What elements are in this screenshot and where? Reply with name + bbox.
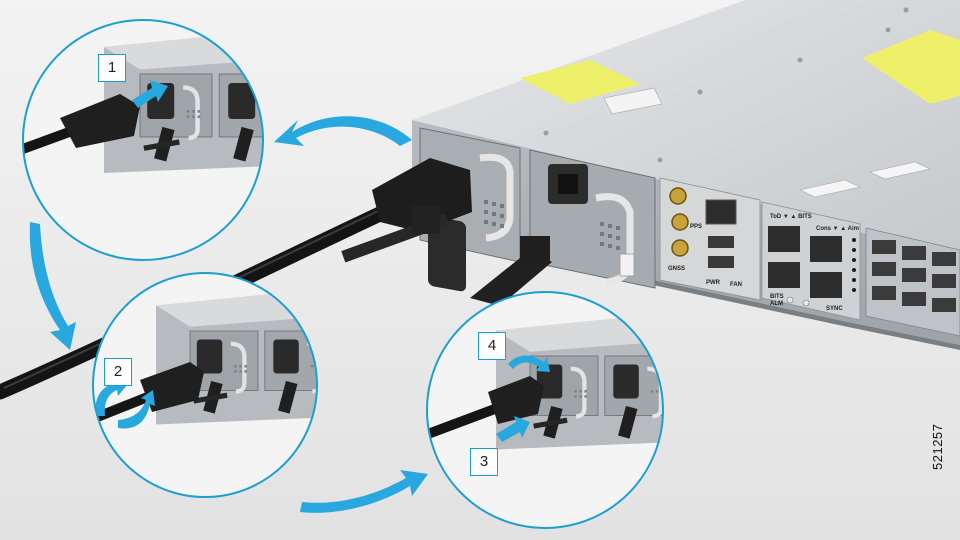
timing-panel: PPS GNSS PWR FAN xyxy=(659,177,761,301)
step-3-push-arrow xyxy=(496,416,530,442)
sfp-port-2[interactable] xyxy=(902,246,926,260)
status-led-2 xyxy=(802,299,810,307)
sfp-port-1[interactable] xyxy=(872,240,896,254)
tod-bits-label: ToD ▼ ▲ BITS xyxy=(770,214,812,220)
flow-arrow-main-to-step1 xyxy=(274,116,412,146)
usb-port-2[interactable] xyxy=(708,256,734,268)
led-column xyxy=(852,238,856,292)
aim-port[interactable] xyxy=(810,272,842,298)
step-1-push-arrow xyxy=(132,80,168,108)
pps-label: PPS xyxy=(690,224,702,230)
callout-step-2 xyxy=(92,272,318,498)
chassis-top xyxy=(412,0,960,262)
step-3-plug xyxy=(488,376,544,424)
label-patch-left xyxy=(520,60,640,104)
step-3-number-box: 3 xyxy=(470,448,498,476)
sfp-port-3[interactable] xyxy=(932,252,956,266)
bits-alm-label: BITS xyxy=(770,294,784,300)
tod-connector xyxy=(671,239,689,257)
pwr-label: PWR xyxy=(706,280,721,286)
cable-tie-psu2-head xyxy=(520,236,550,262)
figure-id: 521257 xyxy=(930,423,945,470)
sfp-port-block xyxy=(865,227,960,337)
network-port-panel: ToD ▼ ▲ BITS Cons ▼ ▲ Aim BITS ALM SYNC xyxy=(761,201,861,321)
step-2-wrap-arrow xyxy=(95,376,128,416)
sfp-port-7[interactable] xyxy=(872,286,896,300)
tod-port[interactable] xyxy=(768,226,800,252)
step-1-plug xyxy=(60,94,140,148)
power-supply-2 xyxy=(529,149,656,289)
chassis-sticker xyxy=(603,87,663,115)
cons-aim-label: Cons ▼ ▲ Aim xyxy=(816,226,859,232)
flow-arrow-step2-to-step3 xyxy=(300,470,428,513)
step-2-plug xyxy=(140,362,204,412)
sfp-port-4[interactable] xyxy=(872,262,896,276)
label-patch-right xyxy=(862,30,960,104)
psu-2-handle xyxy=(595,193,634,286)
gnss-label: GNSS xyxy=(668,266,685,272)
sfp-port-8[interactable] xyxy=(902,292,926,306)
gnss-connector xyxy=(669,187,687,205)
power-plug xyxy=(372,158,472,232)
chassis-top-vents xyxy=(799,161,931,198)
step-4-lock-arrow xyxy=(508,355,550,372)
cons-port[interactable] xyxy=(810,236,842,262)
sfp-port-9[interactable] xyxy=(932,298,956,312)
usb-port-1[interactable] xyxy=(708,236,734,248)
fan-label: FAN xyxy=(730,282,742,288)
bits-port[interactable] xyxy=(768,262,800,288)
status-led-1 xyxy=(786,296,794,304)
step-2-number-box: 2 xyxy=(104,358,132,386)
management-ethernet-port[interactable] xyxy=(705,199,737,225)
step-4-number-box: 4 xyxy=(478,332,506,360)
step-2-wrap-arrow-b xyxy=(118,390,155,429)
sfp-port-5[interactable] xyxy=(902,268,926,282)
psu-1-handle xyxy=(479,153,514,242)
step-1-number-box: 1 xyxy=(98,54,126,82)
sync-label: SYNC xyxy=(826,306,843,312)
flow-arrow-step1-to-step2 xyxy=(29,222,76,350)
callout-step-1 xyxy=(22,19,264,261)
alm-label: ALM xyxy=(770,301,783,307)
pps-connector xyxy=(671,213,689,231)
cable-tie-psu2 xyxy=(470,250,552,306)
chassis-screws xyxy=(543,7,909,163)
sfp-port-6[interactable] xyxy=(932,274,956,288)
cable-tie-head xyxy=(412,206,440,234)
